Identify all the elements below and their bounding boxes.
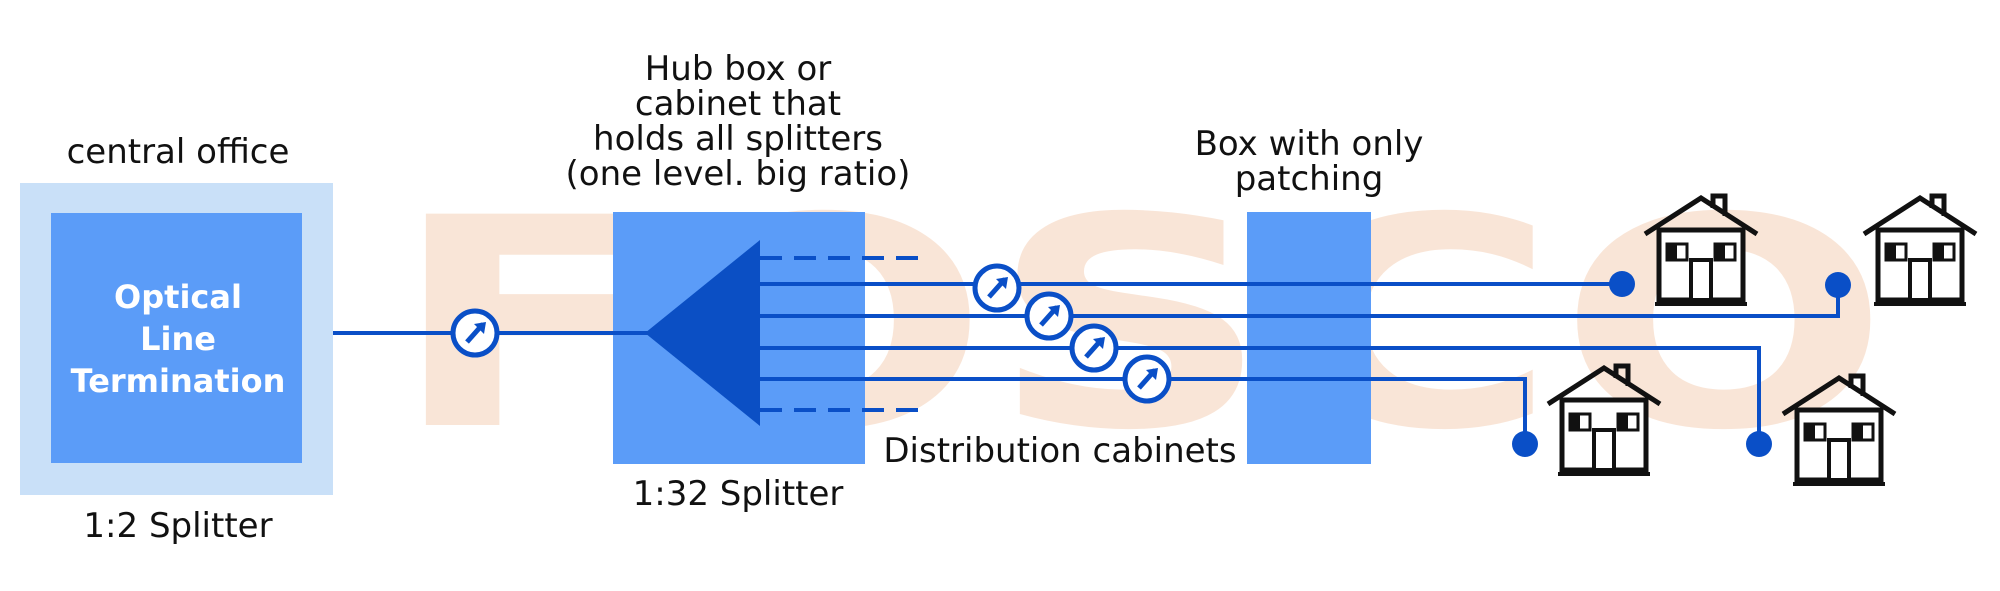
olt-label-line-3: Termination xyxy=(71,362,286,400)
distribution-cabinets-label: Distribution cabinets xyxy=(883,431,1236,471)
hub-title-line-2: cabinet that xyxy=(635,84,841,124)
hub-splitter-caption: 1:32 Splitter xyxy=(633,474,844,514)
house-icon xyxy=(1643,193,1759,306)
house-icon xyxy=(1862,193,1978,306)
power-meter-icon xyxy=(1024,291,1074,341)
power-meter-icon xyxy=(1069,323,1119,373)
hub-title-line-4: (one level. big ratio) xyxy=(566,154,911,194)
drop-point-icon xyxy=(1746,431,1772,457)
power-meter-icon xyxy=(1122,354,1172,404)
drop-point-icon xyxy=(1512,431,1538,457)
hub-title-line-3: holds all splitters xyxy=(593,119,883,159)
olt-box xyxy=(51,213,302,463)
splitter-triangle xyxy=(645,240,760,426)
patch-box-title-line-2: patching xyxy=(1235,159,1384,199)
house-icon xyxy=(1781,373,1897,486)
house-icon xyxy=(1546,363,1662,476)
olt-label-line-2: Line xyxy=(140,320,216,358)
central-office-splitter-caption: 1:2 Splitter xyxy=(83,506,272,546)
central-office-title: central office xyxy=(67,132,290,172)
olt-label-line-1: Optical xyxy=(114,278,242,316)
power-meter-icon xyxy=(450,308,500,358)
hub-title-line-1: Hub box or xyxy=(645,49,832,89)
patch-box-title-line-1: Box with only xyxy=(1195,124,1424,164)
power-meter-icon xyxy=(972,263,1022,313)
drop-fiber-4 xyxy=(760,377,1527,444)
drop-point-icon xyxy=(1609,271,1635,297)
patch-box xyxy=(1247,212,1371,464)
drop-point-icon xyxy=(1825,272,1851,298)
